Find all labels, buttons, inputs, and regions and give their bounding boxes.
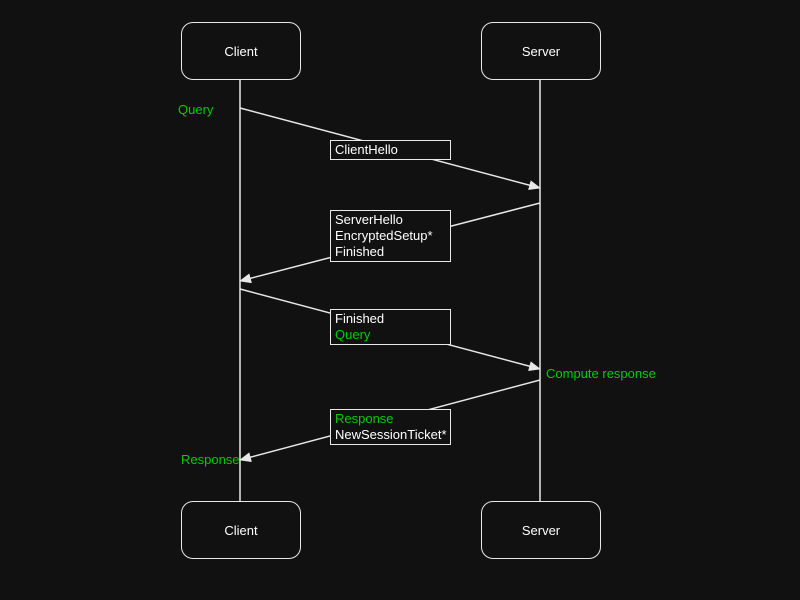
message-label-response-ticket: Response NewSessionTicket* [330, 409, 451, 445]
actor-server-top-label: Server [521, 43, 561, 59]
actor-client-top: Client [181, 22, 301, 80]
message-line: ClientHello [335, 142, 398, 157]
message-line: ServerHello [335, 212, 403, 227]
message-line: Finished [335, 244, 385, 259]
actor-client-top-label: Client [224, 43, 258, 59]
message-line: EncryptedSetup* [335, 228, 433, 243]
message-label-finished-query: Finished Query [330, 309, 451, 345]
actor-server-top: Server [481, 22, 601, 80]
message-line: Finished [335, 311, 385, 326]
message-label-clienthello: ClientHello [330, 140, 451, 160]
message-line: NewSessionTicket* [335, 427, 447, 442]
side-label-query: Query [178, 102, 214, 117]
side-label-response: Response [181, 452, 240, 467]
message-label-serverhello: ServerHello EncryptedSetup* Finished [330, 210, 451, 262]
message-line-query: Query [335, 327, 371, 342]
side-label-compute-response: Compute response [546, 366, 656, 381]
actor-client-bottom-label: Client [224, 522, 258, 538]
actor-client-bottom: Client [181, 501, 301, 559]
message-line-response: Response [335, 411, 394, 426]
actor-server-bottom: Server [481, 501, 601, 559]
actor-server-bottom-label: Server [521, 522, 561, 538]
